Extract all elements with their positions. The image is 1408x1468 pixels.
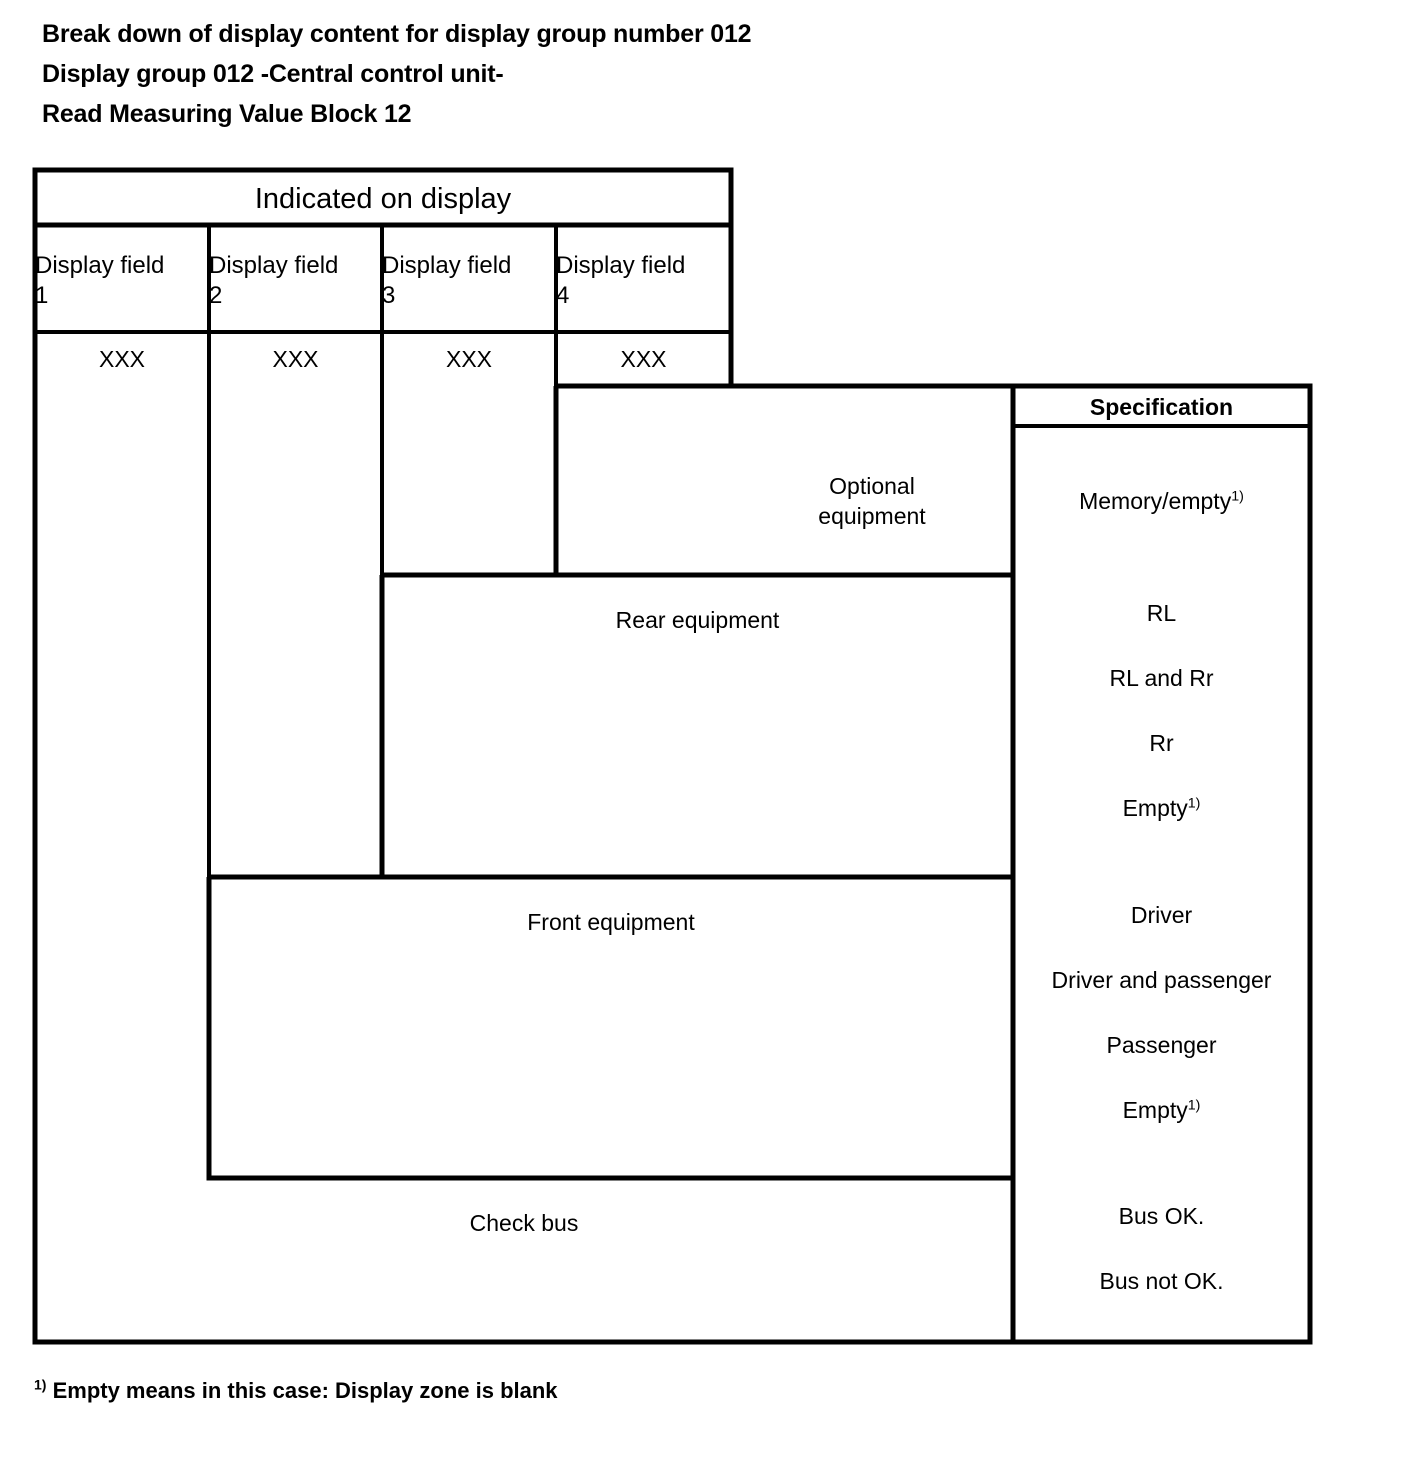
display-field-header-4-number: 4 <box>556 281 570 309</box>
title-line-2: Display group 012 -Central control unit- <box>42 60 504 88</box>
title-line-1: Break down of display content for displa… <box>42 20 752 48</box>
display-field-header-4: Display field 4 <box>556 233 731 328</box>
row-label-rear-equipment: Rear equipment <box>615 607 780 633</box>
footnote-marker: 1) <box>34 1376 47 1393</box>
table-outline <box>32 167 1313 1345</box>
spec-checkbus-0: Bus OK. <box>1118 1203 1205 1229</box>
spec-optional-equipment-0: Memory/empty1) <box>1013 426 1310 575</box>
spec-list-check-bus: Bus OK. Bus not OK. <box>1013 1203 1310 1323</box>
display-field-header-1-number: 1 <box>35 281 49 309</box>
row-label-optional-equipment: Optional equipment <box>731 426 1013 575</box>
display-field-header-3: Display field 3 <box>382 233 556 328</box>
spec-front-0: Driver <box>1130 902 1193 928</box>
display-field-header-3-label: Display field <box>382 251 512 279</box>
spec-list-front-equipment: Driver Driver and passenger Passenger Em… <box>1013 902 1310 1164</box>
spec-front-3: Empty1) <box>1122 1097 1201 1123</box>
spec-checkbus-1: Bus not OK. <box>1099 1268 1224 1294</box>
spec-list-rear-equipment: RL RL and Rr Rr Empty1) <box>1013 600 1310 862</box>
display-field-header-2: Display field 2 <box>209 233 382 328</box>
footnote-text: Empty means in this case: Display zone i… <box>52 1378 558 1403</box>
display-field-header-3-number: 3 <box>382 281 396 309</box>
display-field-value-4: XXX <box>620 346 667 372</box>
spec-rear-2: Rr <box>1149 730 1174 756</box>
display-field-value-2: XXX <box>272 346 319 372</box>
group-header-indicated-on-display: Indicated on display <box>254 182 512 215</box>
display-field-header-4-label: Display field <box>556 251 686 279</box>
row-label-front-equipment: Front equipment <box>527 909 695 935</box>
spec-rear-1: RL and Rr <box>1109 665 1214 691</box>
footnote: 1) Empty means in this case: Display zon… <box>34 1378 558 1404</box>
row-label-optional-equipment-line1: Optional <box>829 472 915 499</box>
page-title: Break down of display content for displa… <box>42 14 1142 134</box>
display-field-value-1: XXX <box>98 346 146 372</box>
spec-front-2: Passenger <box>1106 1032 1217 1058</box>
spec-text: Memory/empty1) <box>1079 487 1244 514</box>
display-field-header-1-label: Display field <box>35 251 165 279</box>
row-label-optional-equipment-line2: equipment <box>818 502 926 529</box>
spec-rear-3: Empty1) <box>1122 795 1201 821</box>
display-field-header-2-number: 2 <box>209 281 223 309</box>
title-line-3: Read Measuring Value Block 12 <box>42 100 412 128</box>
spec-rear-0: RL <box>1146 600 1177 626</box>
specification-header: Specification <box>1089 394 1234 420</box>
row-label-check-bus: Check bus <box>469 1210 579 1236</box>
display-field-header-2-label: Display field <box>209 251 339 279</box>
display-field-header-1: Display field 1 <box>35 233 209 328</box>
display-field-value-3: XXX <box>445 346 493 372</box>
spec-front-1: Driver and passenger <box>1051 967 1272 993</box>
